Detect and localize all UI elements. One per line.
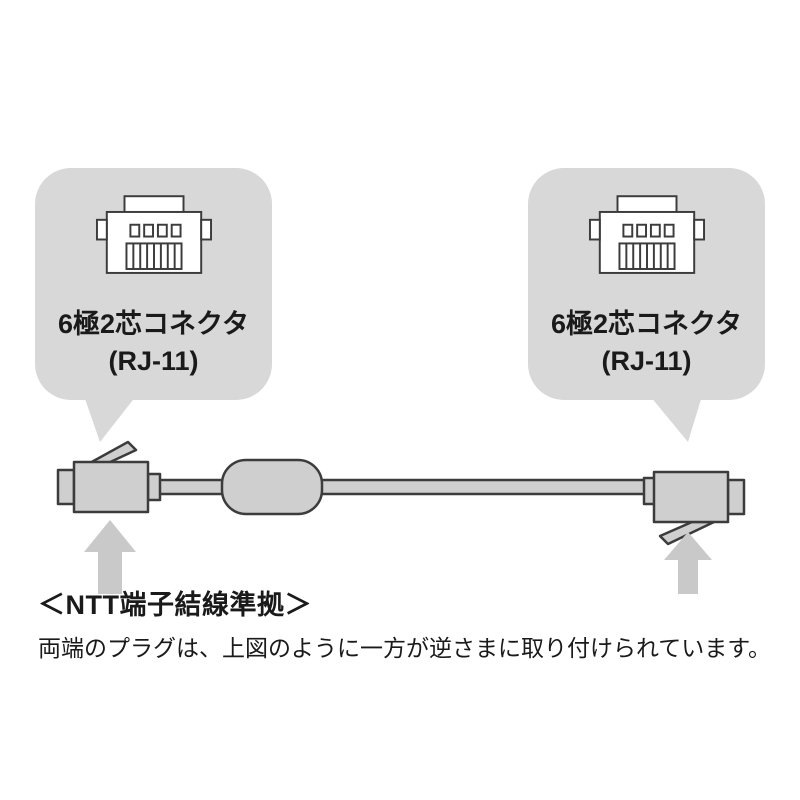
ferrite-core	[220, 458, 324, 516]
rj11-jack-icon	[95, 192, 213, 291]
right-plug-tip	[726, 478, 746, 516]
up-arrow-right-icon	[664, 532, 712, 594]
bubble-tail-left	[84, 396, 136, 442]
footer-body-text: 両端のプラグは、上図のように一方が逆さまに取り付けられています。	[38, 635, 772, 661]
connector-label-left-line2: (RJ-11)	[108, 346, 199, 377]
left-plug-boot	[146, 472, 162, 502]
connector-label-right-line2: (RJ-11)	[601, 346, 692, 377]
jack-top-cap	[616, 195, 677, 214]
callout-bubble-right: 6極2芯コネクタ (RJ-11)	[528, 168, 765, 400]
bubble-tail-right	[650, 396, 702, 442]
rj11-jack-icon	[588, 192, 706, 291]
right-plug	[642, 470, 746, 546]
connector-label-left-line1: 6極2芯コネクタ	[58, 309, 249, 339]
footer-heading: ＜NTT端子結線準拠＞	[38, 590, 312, 620]
jack-right-tab	[199, 218, 212, 241]
connector-label-right-line1: 6極2芯コネクタ	[551, 309, 742, 339]
jack-top-cap	[123, 195, 184, 214]
left-plug-latch	[86, 440, 138, 466]
up-arrow-left-icon	[84, 520, 136, 594]
left-plug-body	[72, 460, 150, 514]
jack-right-tab	[692, 218, 705, 241]
callout-bubble-left: 6極2芯コネクタ (RJ-11)	[35, 168, 272, 400]
left-plug	[56, 440, 162, 514]
jack-left-tab	[588, 218, 601, 241]
left-plug-tip	[56, 468, 76, 506]
footer-note: ＜NTT端子結線準拠＞ 両端のプラグは、上図のように一方が逆さまに取り付けられて…	[38, 583, 771, 663]
right-plug-body	[652, 470, 730, 524]
cable-assembly	[56, 440, 746, 546]
jack-left-tab	[95, 218, 108, 241]
